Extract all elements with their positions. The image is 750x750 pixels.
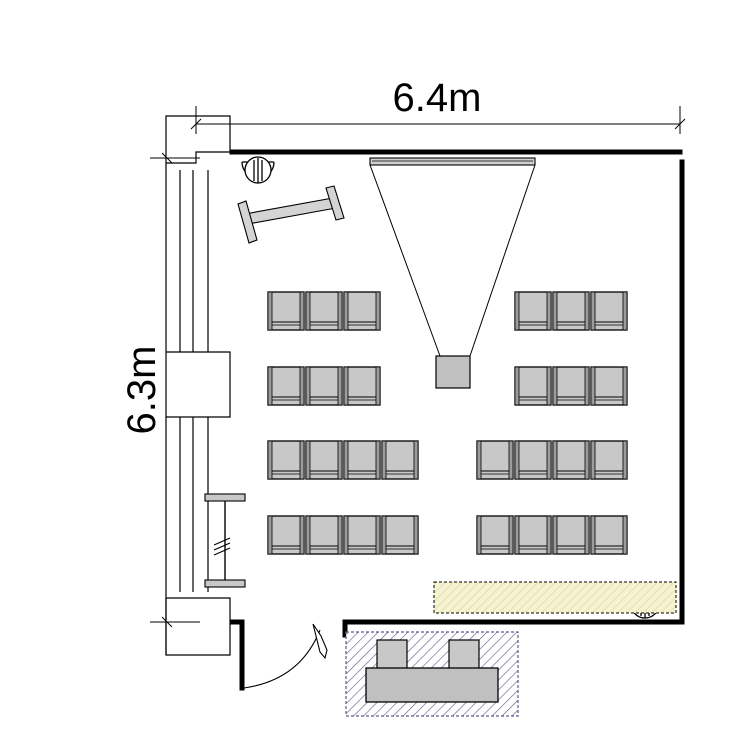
chair-left-row3-seat3 [343,440,381,480]
projection-screen [369,157,536,166]
door-icon [243,623,328,689]
chair-left-row1-seat1 [267,291,305,331]
control-booth [345,631,519,717]
lectern-table [237,185,345,244]
room-walls [229,149,685,691]
chair-left-row2-seat2 [305,366,343,406]
speaker-icon [241,156,275,184]
side-table [204,493,246,588]
width-dimension-line [190,106,686,134]
chair-right-row3-seat3 [552,440,590,480]
chair-left-row3-seat4 [381,440,419,480]
chair-left-row1-seat2 [305,291,343,331]
depth-dimension-line [150,152,200,628]
chair-right-row3-seat2 [514,440,552,480]
chair-right-row1-seat1 [514,291,552,331]
chair-right-row3-seat4 [590,440,628,480]
chair-left-row4-seat3 [343,515,381,555]
chair-right-row1-seat2 [552,291,590,331]
chair-left-row4-seat4 [381,515,419,555]
chair-right-row2-seat2 [552,366,590,406]
chair-left-row2-seat3 [343,366,381,406]
stage-platform [433,581,677,614]
left-window-wall [165,115,231,656]
chair-right-row3-seat1 [476,440,514,480]
chair-right-row4-seat2 [514,515,552,555]
chair-right-row4-seat4 [590,515,628,555]
chair-left-row3-seat2 [305,440,343,480]
chair-left-row1-seat3 [343,291,381,331]
chair-right-row4-seat3 [552,515,590,555]
chair-left-row2-seat1 [267,366,305,406]
chair-right-row4-seat1 [476,515,514,555]
chair-left-row4-seat2 [305,515,343,555]
projector-icon [435,355,471,389]
width-dimension-label: 6.4m [393,76,482,120]
depth-dimension-label: 6.3m [120,346,164,435]
seating-area [267,291,628,555]
projection-cone [369,164,536,357]
chair-right-row2-seat3 [590,366,628,406]
chair-left-row3-seat1 [267,440,305,480]
chair-left-row4-seat1 [267,515,305,555]
chair-right-row1-seat3 [590,291,628,331]
chair-right-row2-seat1 [514,366,552,406]
